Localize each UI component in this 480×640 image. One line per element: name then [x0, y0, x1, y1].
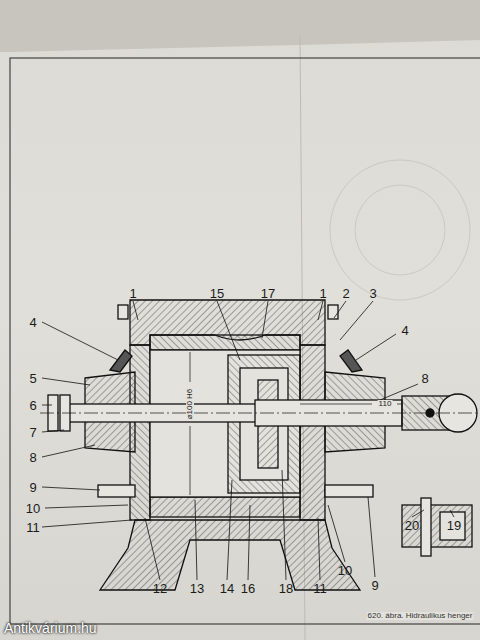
callout-number: 3 — [369, 287, 376, 300]
callout-number: 6 — [29, 399, 36, 412]
callout-number: 7 — [29, 426, 36, 439]
callout-number: 13 — [190, 582, 204, 595]
figure-caption: 620. ábra. Hidraulikus henger — [367, 612, 474, 620]
callout-number: 11 — [313, 582, 327, 595]
callout-number: 5 — [29, 372, 36, 385]
callout-number: 12 — [153, 582, 167, 595]
callout-number: 17 — [261, 287, 275, 300]
callout-number: 18 — [279, 582, 293, 595]
callout-number: 19 — [447, 519, 461, 532]
callout-number: 4 — [29, 316, 36, 329]
callout-number: 8 — [421, 372, 428, 385]
watermark: Antikvárium.hu — [4, 621, 97, 635]
callout-number: 1 — [129, 287, 136, 300]
dimension-text: 110 — [378, 400, 393, 408]
callout-number: 11 — [26, 521, 40, 534]
callout-number: 1 — [319, 287, 326, 300]
callout-number: 10 — [338, 564, 352, 577]
callout-number: 16 — [241, 582, 255, 595]
callout-number: 14 — [220, 582, 234, 595]
callout-number: 8 — [29, 451, 36, 464]
dimension-text: ⌀100 H6 — [186, 388, 194, 421]
callout-number: 4 — [401, 324, 408, 337]
callout-number: 15 — [210, 287, 224, 300]
callout-number: 9 — [371, 579, 378, 592]
callout-number: 20 — [405, 519, 419, 532]
callout-number: 9 — [29, 481, 36, 494]
callout-number: 10 — [26, 502, 40, 515]
callout-number: 2 — [342, 287, 349, 300]
